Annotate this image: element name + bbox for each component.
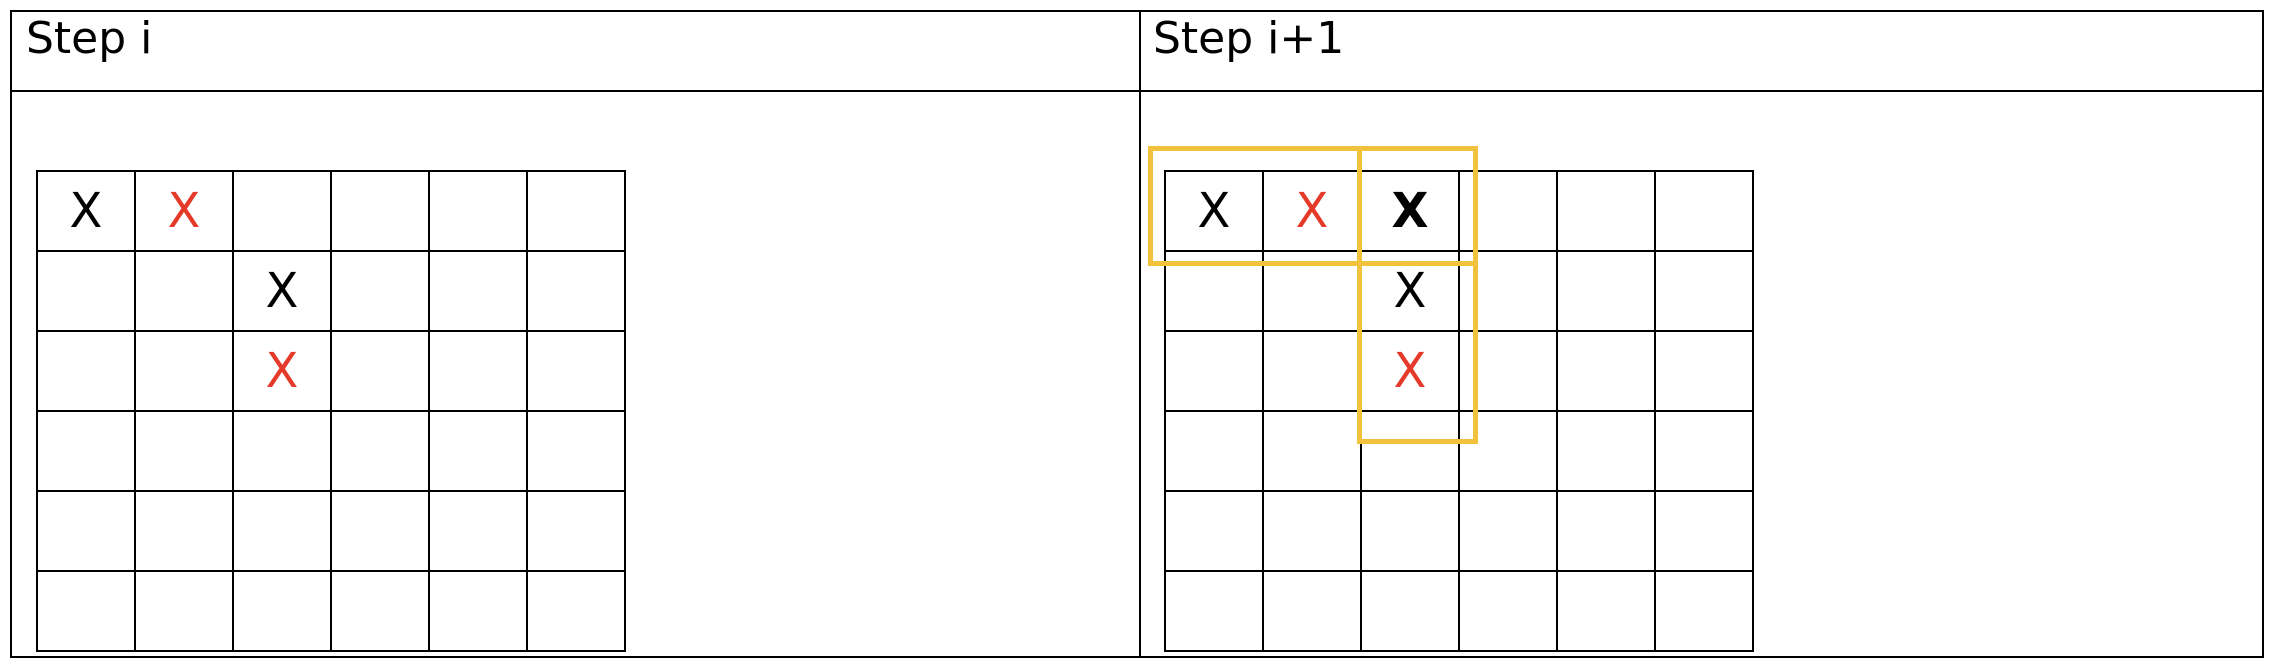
grid-cell: [136, 572, 234, 652]
red-x-mark: X: [265, 343, 299, 399]
comparison-table: [10, 10, 2264, 658]
grid-cell: [1558, 572, 1656, 652]
grid-cell: [1166, 412, 1264, 492]
red-x-mark: X: [1295, 183, 1329, 239]
grid-cell: [1264, 492, 1362, 572]
grid-cell: X: [1362, 332, 1460, 412]
grid-cell: [234, 412, 332, 492]
black-x-mark: X: [265, 263, 299, 319]
grid-cell: [1264, 332, 1362, 412]
grid-cell: [1558, 412, 1656, 492]
grid-cell: [1460, 572, 1558, 652]
grid-cell: [136, 492, 234, 572]
grid-cell: [1460, 332, 1558, 412]
grid-cell: [430, 572, 528, 652]
grid-cell: [528, 332, 626, 412]
red-x-mark: X: [1393, 343, 1427, 399]
grid-cell: [528, 492, 626, 572]
grid-cell: [1264, 412, 1362, 492]
column-divider: [1139, 12, 1141, 656]
grid-cell: [528, 252, 626, 332]
grid-cell: [1656, 172, 1754, 252]
grid-cell: [136, 412, 234, 492]
grid-cell: [38, 412, 136, 492]
grid-cell: [234, 492, 332, 572]
grid-cell: [430, 492, 528, 572]
grid-cell: [38, 252, 136, 332]
grid-cell: [1460, 412, 1558, 492]
black-x-mark: X: [1197, 183, 1231, 239]
grid-cell: [332, 572, 430, 652]
grid-cell: [332, 332, 430, 412]
grid-cell: X: [38, 172, 136, 252]
grid-cell: [1460, 252, 1558, 332]
grid-cell: X: [234, 252, 332, 332]
grid-cell: [1558, 332, 1656, 412]
grid-cell: [234, 172, 332, 252]
grid-cell: X: [234, 332, 332, 412]
grid-cell: [38, 572, 136, 652]
grid-cell: [1362, 412, 1460, 492]
grid-cell: [1656, 412, 1754, 492]
grid-cell: [528, 572, 626, 652]
black-x-mark: X: [69, 183, 103, 239]
grid-cell: [332, 172, 430, 252]
grid-cell: X: [1264, 172, 1362, 252]
grid-cell: [1558, 492, 1656, 572]
grid-cell: [430, 412, 528, 492]
grid-cell: [1166, 252, 1264, 332]
grid-cell: X: [1362, 252, 1460, 332]
black-x-mark: X: [1391, 183, 1429, 239]
grid-cell: X: [136, 172, 234, 252]
grid-cell: [136, 332, 234, 412]
red-x-mark: X: [167, 183, 201, 239]
grid-cell: [1558, 172, 1656, 252]
grid-cell: [1362, 492, 1460, 572]
grid-cell: [38, 332, 136, 412]
grid-cell: [234, 572, 332, 652]
grid-cell: [38, 492, 136, 572]
grid-cell: [1656, 492, 1754, 572]
grid-cell: [1656, 252, 1754, 332]
grid-cell: [528, 172, 626, 252]
grid-cell: [430, 172, 528, 252]
grid-cell: [1264, 252, 1362, 332]
grid-cell: X: [1362, 172, 1460, 252]
grid-cell: [430, 252, 528, 332]
grid-cell: [1460, 172, 1558, 252]
grid-cell: [528, 412, 626, 492]
grid-cell: [1656, 332, 1754, 412]
grid-cell: [1362, 572, 1460, 652]
grid-cell: [332, 252, 430, 332]
grid-cell: [1460, 492, 1558, 572]
grid-cell: [1166, 492, 1264, 572]
grid-cell: [136, 252, 234, 332]
panel-title-step-i-plus-1: Step i+1: [1153, 13, 1345, 64]
panel-title-step-i: Step i: [26, 13, 153, 64]
grid-cell: [430, 332, 528, 412]
black-x-mark: X: [1393, 263, 1427, 319]
grid-cell: [1656, 572, 1754, 652]
grid-cell: [1166, 572, 1264, 652]
grid-cell: [1558, 252, 1656, 332]
grid-cell: [332, 412, 430, 492]
grid-cell: [1264, 572, 1362, 652]
header-divider: [12, 90, 2262, 92]
grid-cell: [1166, 332, 1264, 412]
grid-cell: [332, 492, 430, 572]
grid-cell: X: [1166, 172, 1264, 252]
